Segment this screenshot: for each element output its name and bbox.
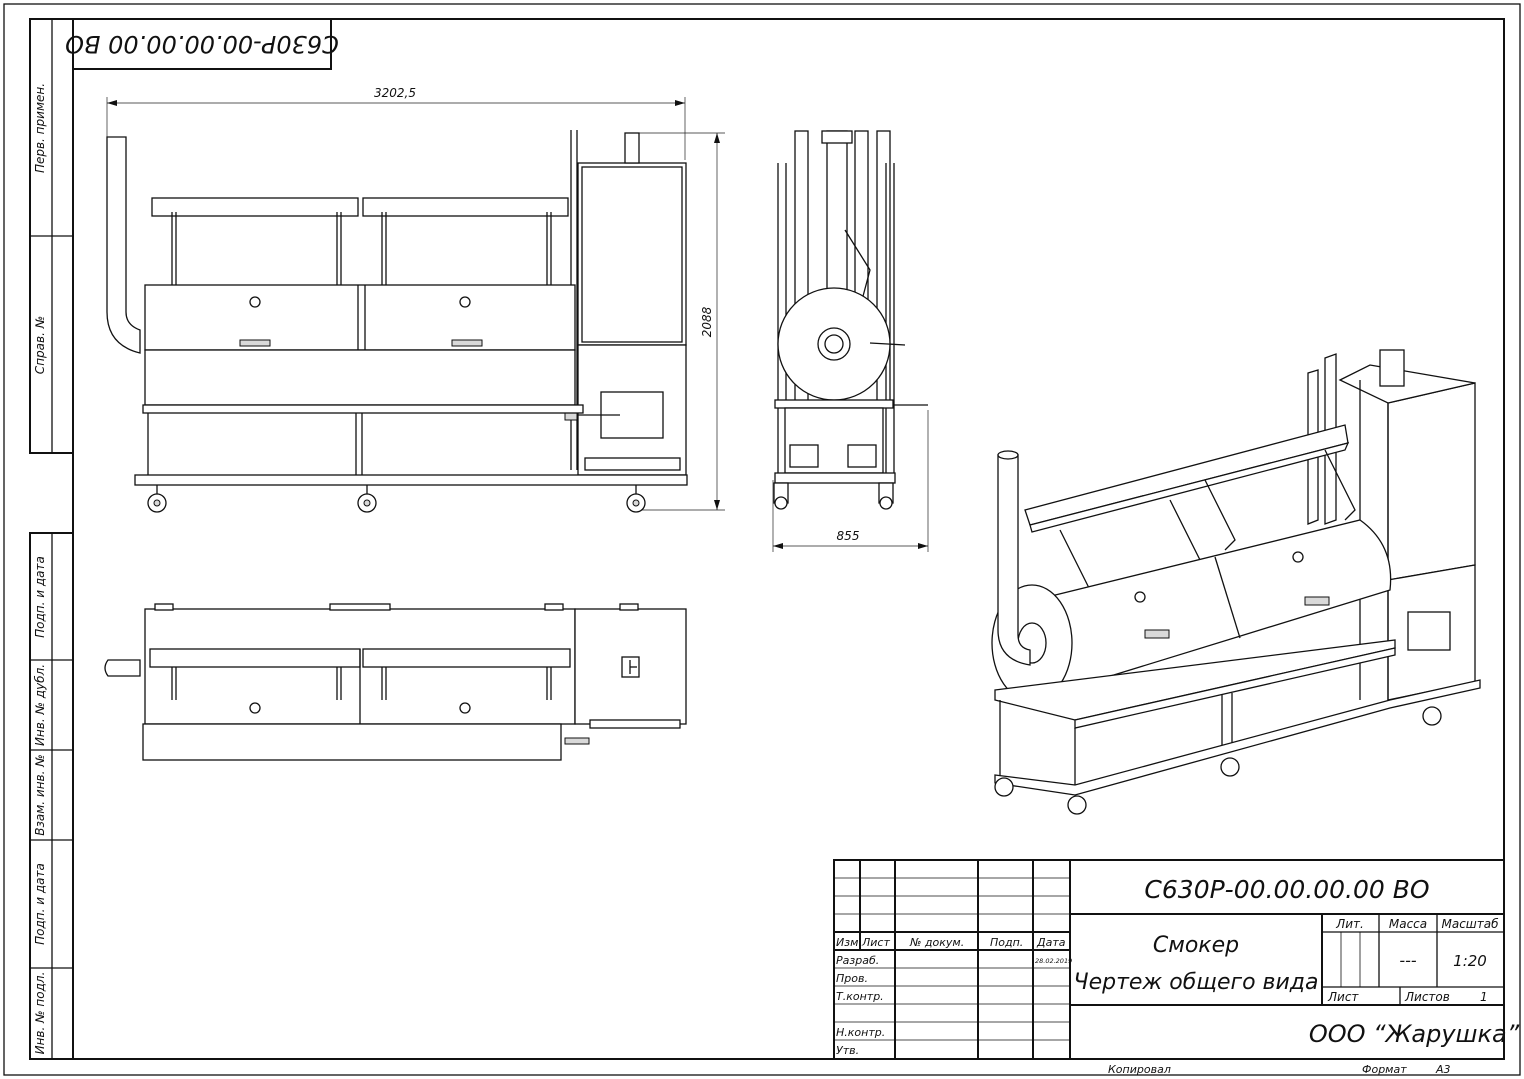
drawing-code: С630Р-00.00.00.00 ВО <box>1144 875 1429 904</box>
outer-border <box>3 3 1521 1076</box>
front-view: 3202,5 2088 <box>106 86 725 513</box>
tb-masshtab-label: Масштаб <box>1441 917 1499 931</box>
tb-list-label: Лист <box>1327 990 1359 1004</box>
dim-height: 2088 <box>700 306 714 337</box>
tb-masshtab-value: 1:20 <box>1453 952 1487 970</box>
tb-utv: Утв. <box>836 1044 859 1057</box>
tb-list: Лист <box>861 936 890 949</box>
left-strip: Перв. примен. Справ. № Подп. и дата Инв.… <box>29 18 74 1060</box>
tb-listov-value: 1 <box>1480 990 1488 1004</box>
rotated-code: С630Р-00.00.00.00 ВО <box>65 30 339 58</box>
tb-nkontr: Н.контр. <box>836 1026 885 1039</box>
tb-dokum: № докум. <box>909 936 964 949</box>
tb-lit-label: Лит. <box>1335 917 1364 931</box>
title-block: Изм. Лист № докум. Подп. Дата Разраб. Пр… <box>833 859 1520 1060</box>
tb-izm: Изм. <box>836 936 862 949</box>
tb-massa-value: --- <box>1399 951 1417 970</box>
dim-length: 3202,5 <box>374 86 416 100</box>
strip-inv-podl: Инв. № подл. <box>33 972 47 1055</box>
format-value: А3 <box>1435 1063 1451 1076</box>
strip-sprav: Справ. № <box>33 316 47 374</box>
strip-podp-data-1: Подп. и дата <box>33 556 47 638</box>
isometric-view <box>991 349 1481 815</box>
top-view <box>104 603 687 761</box>
dim-width: 855 <box>837 529 860 543</box>
tb-razrab: Разраб. <box>836 954 879 967</box>
strip-perv-primen: Перв. примен. <box>33 83 47 173</box>
company-name: ООО “Жарушка” <box>1309 1020 1520 1048</box>
strip-vzam-inv: Взам. инв. № <box>33 754 47 835</box>
title-line-2: Чертеж общего вида <box>1074 970 1319 995</box>
tb-prov: Пров. <box>836 972 868 985</box>
strip-inv-dubl: Инв. № дубл. <box>33 664 47 746</box>
tb-listov-label: Листов <box>1404 990 1450 1004</box>
tb-date-value: 28.02.2019 <box>1035 957 1072 965</box>
tb-tkontr: Т.контр. <box>836 990 884 1003</box>
format-label: Формат <box>1362 1063 1407 1076</box>
tb-data: Дата <box>1036 936 1066 949</box>
tb-massa-label: Масса <box>1389 917 1427 931</box>
copied-label: Копировал <box>1108 1063 1171 1076</box>
tb-podp: Подп. <box>990 936 1023 949</box>
strip-podp-data-2: Подп. и дата <box>33 863 47 945</box>
title-line-1: Смокер <box>1153 933 1239 958</box>
side-view: 855 <box>772 130 929 552</box>
